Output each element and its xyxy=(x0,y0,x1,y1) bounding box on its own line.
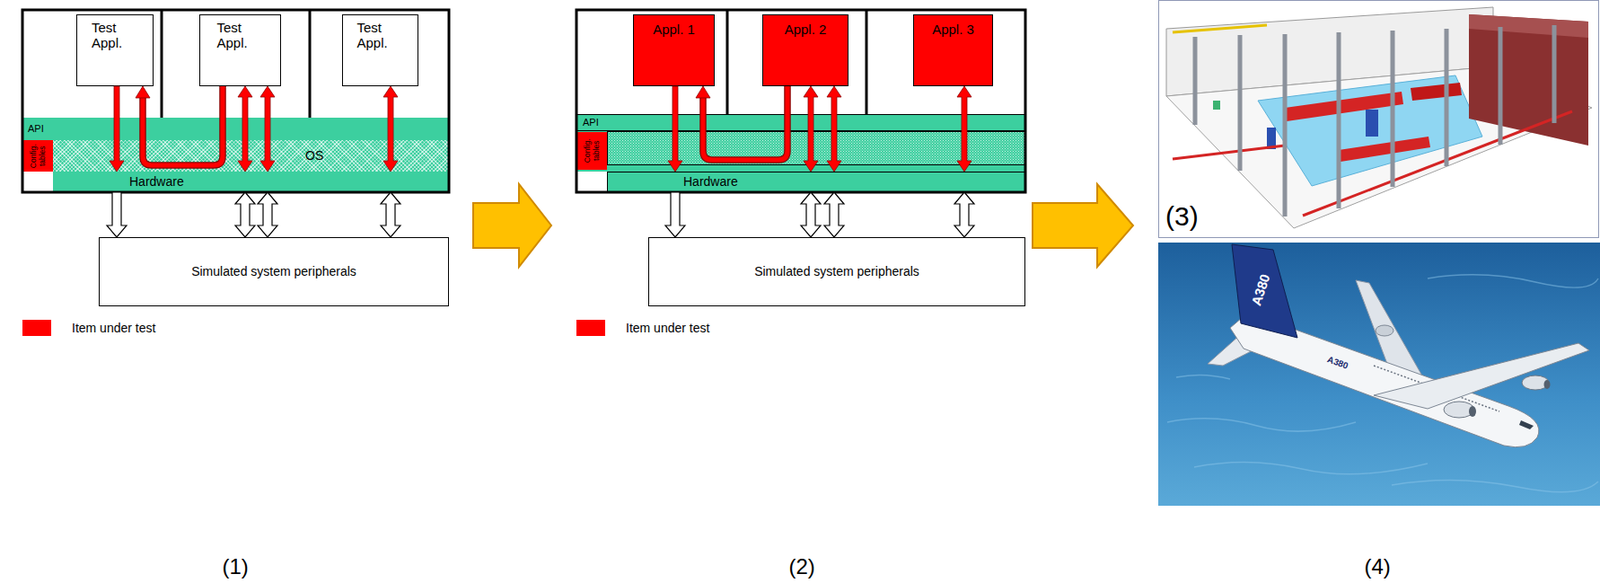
config-tables-box: Config. tables xyxy=(577,131,607,170)
interface-arrow xyxy=(824,192,844,238)
interface-arrow xyxy=(257,192,278,238)
test-application-box: Test Appl. xyxy=(76,14,154,87)
test-facility-model xyxy=(1166,7,1592,229)
transition-arrow xyxy=(1032,184,1134,267)
application-label: Appl. 2 xyxy=(784,21,827,37)
interface-arrow xyxy=(665,192,686,238)
application-label: Appl. 1 xyxy=(652,21,695,37)
interface-arrow xyxy=(380,192,401,238)
figure-number: (3) xyxy=(1165,201,1199,233)
layer-label: API xyxy=(27,123,44,135)
legend-label: Item under test xyxy=(625,319,710,336)
figure-number: (2) xyxy=(789,553,816,580)
legend-swatch xyxy=(576,319,606,336)
interface-arrow xyxy=(800,192,821,238)
partition-line xyxy=(865,9,869,115)
peripherals-box: Simulated system peripherals xyxy=(98,237,449,307)
peripherals-box: Simulated system peripherals xyxy=(648,237,1026,307)
api-layer-band: API xyxy=(22,117,449,141)
application-box: Appl. 3 xyxy=(913,14,994,87)
application-label: Test Appl. xyxy=(217,19,264,52)
layer-label: API xyxy=(582,116,599,129)
layer-label: Hardware xyxy=(683,174,739,189)
application-box: Appl. 1 xyxy=(632,14,715,87)
config-label: Config. tables xyxy=(28,141,47,170)
partition-line xyxy=(160,9,164,118)
legend-label: Item under test xyxy=(71,319,156,336)
model-frame xyxy=(1159,0,1600,238)
application-label: Appl. 3 xyxy=(931,21,975,37)
interface-arrow xyxy=(954,192,975,238)
api-layer-band: API xyxy=(576,114,1026,132)
layer-label: Hardware xyxy=(129,174,185,189)
hardware-layer-band: Hardware xyxy=(52,171,449,193)
system-frame xyxy=(576,9,1026,193)
partition-line xyxy=(726,9,730,115)
test-application-box: Test Appl. xyxy=(342,14,419,87)
test-application-box: Test Appl. xyxy=(199,14,282,87)
application-label: Test Appl. xyxy=(91,19,139,52)
layer-label: OS xyxy=(305,148,324,163)
partition-line xyxy=(308,9,312,118)
layer-ground xyxy=(576,114,1026,172)
legend-swatch xyxy=(22,319,52,336)
application-box: Appl. 2 xyxy=(762,14,849,87)
interface-arrow xyxy=(235,192,255,238)
hardware-layer-band: Hardware xyxy=(606,171,1026,193)
figure-number: (4) xyxy=(1364,553,1391,580)
transition-arrow xyxy=(473,184,552,267)
interface-arrow xyxy=(106,192,127,238)
config-tables-box: Config. tables xyxy=(22,140,53,172)
peripherals-label: Simulated system peripherals xyxy=(191,263,357,279)
fuselage-marking: A380 xyxy=(1326,353,1350,371)
system-frame xyxy=(22,9,449,193)
peripherals-label: Simulated system peripherals xyxy=(754,263,920,279)
tail-marking: A380 xyxy=(1248,271,1273,307)
figure-number: (1) xyxy=(222,553,249,580)
aircraft-photo xyxy=(1158,242,1600,506)
application-label: Test Appl. xyxy=(357,19,405,52)
config-label: Config. tables xyxy=(583,137,602,166)
